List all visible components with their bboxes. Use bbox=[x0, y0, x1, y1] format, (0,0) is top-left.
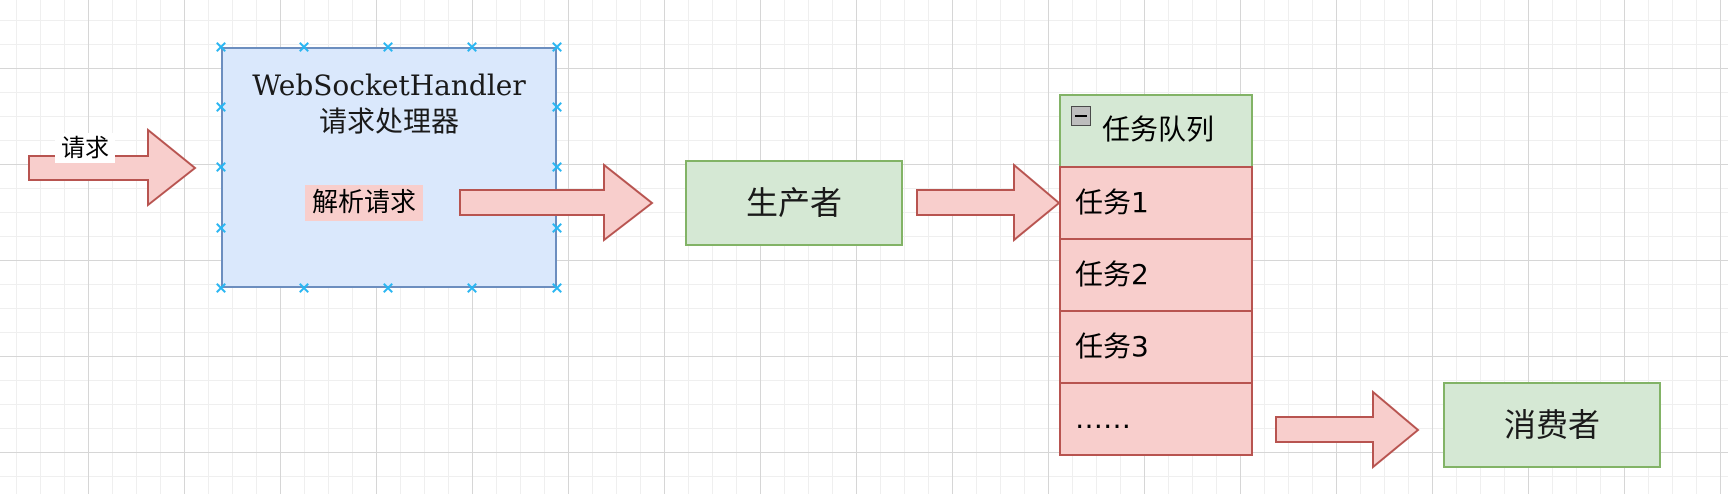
selection-handle[interactable] bbox=[466, 282, 478, 294]
collapse-icon[interactable] bbox=[1071, 106, 1091, 126]
selection-handle[interactable] bbox=[215, 161, 227, 173]
task-queue-title: 任务队列 bbox=[1101, 113, 1214, 146]
task-queue-item[interactable]: …… bbox=[1059, 382, 1253, 456]
producer-to-queue-arrow[interactable] bbox=[916, 162, 1062, 243]
selection-handle[interactable] bbox=[551, 222, 563, 234]
selection-handle[interactable] bbox=[382, 282, 394, 294]
selection-handle[interactable] bbox=[215, 41, 227, 53]
selection-handle[interactable] bbox=[382, 41, 394, 53]
selection-handle[interactable] bbox=[551, 161, 563, 173]
selection-handle[interactable] bbox=[215, 222, 227, 234]
task-queue-item[interactable]: 任务3 bbox=[1059, 310, 1253, 384]
handler-title-line2: 请求处理器 bbox=[318, 105, 459, 138]
selection-handle[interactable] bbox=[215, 101, 227, 113]
task-queue-item[interactable]: 任务2 bbox=[1059, 238, 1253, 312]
handler-to-producer-arrow[interactable] bbox=[459, 162, 655, 243]
producer-node[interactable]: 生产者 bbox=[685, 160, 903, 246]
task-queue-header[interactable]: 任务队列 bbox=[1059, 94, 1253, 168]
queue-to-consumer-arrow[interactable] bbox=[1275, 389, 1421, 470]
request-label: 请求 bbox=[55, 133, 115, 163]
consumer-node[interactable]: 消费者 bbox=[1443, 382, 1661, 468]
request-arrow[interactable] bbox=[28, 127, 198, 208]
selection-handle[interactable] bbox=[551, 101, 563, 113]
selection-handle[interactable] bbox=[298, 282, 310, 294]
selection-handle[interactable] bbox=[298, 41, 310, 53]
selection-handle[interactable] bbox=[551, 41, 563, 53]
selection-handle[interactable] bbox=[215, 282, 227, 294]
parse-request-label: 解析请求 bbox=[305, 185, 423, 221]
task-queue-item[interactable]: 任务1 bbox=[1059, 166, 1253, 240]
selection-handle[interactable] bbox=[466, 41, 478, 53]
selection-handle[interactable] bbox=[551, 282, 563, 294]
handler-title-line1: WebSocketHandler bbox=[252, 69, 526, 102]
handler-title: WebSocketHandler 请求处理器 bbox=[221, 68, 557, 140]
